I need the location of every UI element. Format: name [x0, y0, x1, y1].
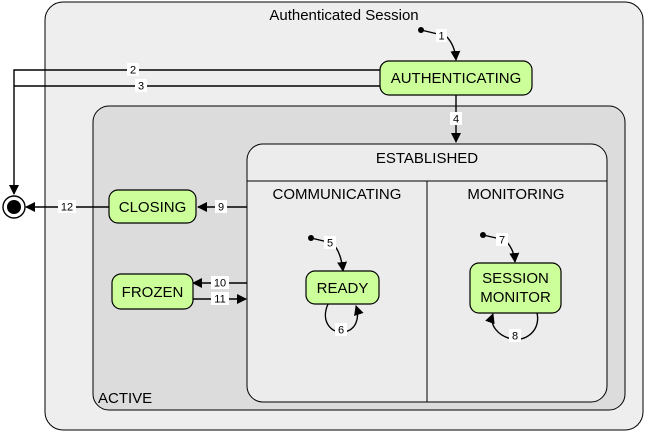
transition-6-label: 6	[338, 325, 344, 337]
state-ready	[305, 270, 380, 305]
transition-7-label: 7	[499, 235, 505, 247]
transition-12-label: 12	[61, 202, 73, 214]
state-frozen-label: FROZEN	[122, 284, 184, 301]
final-state-inner	[7, 200, 21, 214]
state-authenticating-label: AUTHENTICATING	[391, 70, 522, 87]
established-title: ESTABLISHED	[376, 150, 478, 167]
state-authenticating	[379, 60, 533, 96]
authenticated-session-title: Authenticated Session	[269, 7, 418, 24]
transition-3-label: 3	[138, 81, 144, 93]
monitoring-title: MONITORING	[467, 186, 564, 203]
transition-10-label: 10	[214, 278, 226, 290]
transition-4-label: 4	[453, 114, 459, 126]
communicating-title: COMMUNICATING	[273, 186, 402, 203]
state-closing	[108, 189, 197, 224]
transition-labels: 1 2 3 4 5 6 7 8 9 10 11 12	[58, 29, 521, 343]
transition-8-label: 8	[512, 331, 518, 343]
state-session-monitor-label-line2: MONITOR	[480, 289, 551, 306]
active-title: ACTIVE	[98, 390, 152, 407]
state-closing-label: CLOSING	[119, 199, 187, 216]
state-frozen	[111, 273, 194, 310]
transition-1-label: 1	[438, 31, 444, 43]
transition-2-edge	[9, 69, 380, 195]
state-session-monitor	[469, 262, 562, 314]
transition-5-label: 5	[327, 238, 333, 250]
transition-11-label: 11	[214, 294, 225, 306]
transition-9-label: 9	[218, 202, 224, 214]
transition-2-label: 2	[130, 65, 136, 77]
state-session-monitor-label-line1: SESSION	[482, 270, 549, 287]
state-ready-label: READY	[317, 280, 369, 297]
